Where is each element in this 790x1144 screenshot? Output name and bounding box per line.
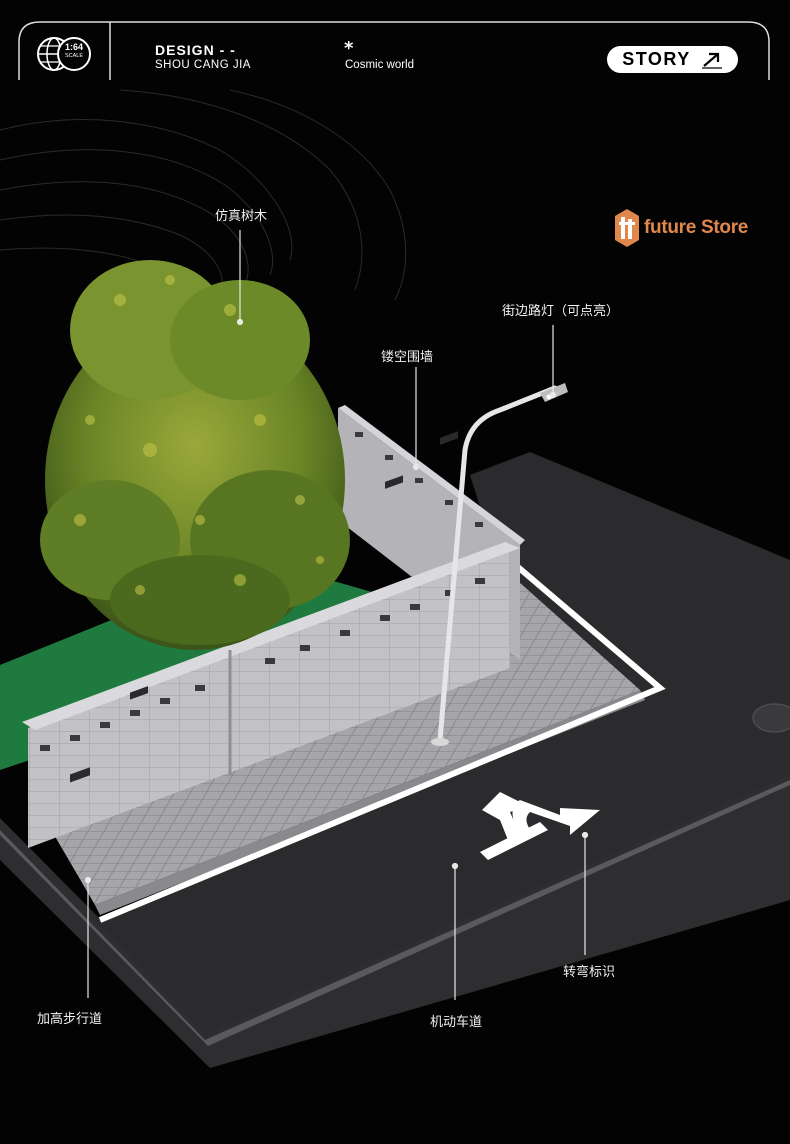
design-subtitle: SHOU CANG JIA xyxy=(155,59,251,71)
hollow-wall-label: 镂空围墙 xyxy=(381,350,434,365)
scale-value: 1:64 xyxy=(64,42,83,52)
future-store-logo-icon xyxy=(615,209,639,247)
sidewalk-label: 加高步行道 xyxy=(37,1012,103,1027)
road-surface xyxy=(95,452,790,1035)
brand-logo: future Store xyxy=(614,208,748,248)
scale-badge: 1:64 SCALE xyxy=(18,18,91,74)
scale-caption: SCALE xyxy=(64,53,84,59)
hollow-wall xyxy=(22,405,525,848)
turn-marking-label: 转弯标识 xyxy=(563,965,616,980)
story-button[interactable]: STORY xyxy=(607,46,738,73)
tree xyxy=(40,260,350,650)
tree-label: 仿真树木 xyxy=(215,209,268,224)
cosmic-text: Cosmic world xyxy=(345,59,415,71)
base-slab xyxy=(0,770,790,1068)
lane-line xyxy=(98,559,666,923)
globe-icon xyxy=(37,37,91,71)
design-title: DESIGN - - xyxy=(155,42,236,58)
leader-lines xyxy=(84,230,589,1000)
motor-lane-label: 机动车道 xyxy=(430,1015,483,1030)
arrow-up-right-icon xyxy=(701,52,722,69)
street-lamp-label: 街边路灯（可点亮） xyxy=(502,304,620,319)
brand-logo-text: future Store xyxy=(644,217,749,238)
turn-arrow-marking xyxy=(480,792,600,860)
star-mark: * xyxy=(344,38,354,59)
story-button-label: STORY xyxy=(622,49,691,69)
header-frame xyxy=(18,20,770,90)
